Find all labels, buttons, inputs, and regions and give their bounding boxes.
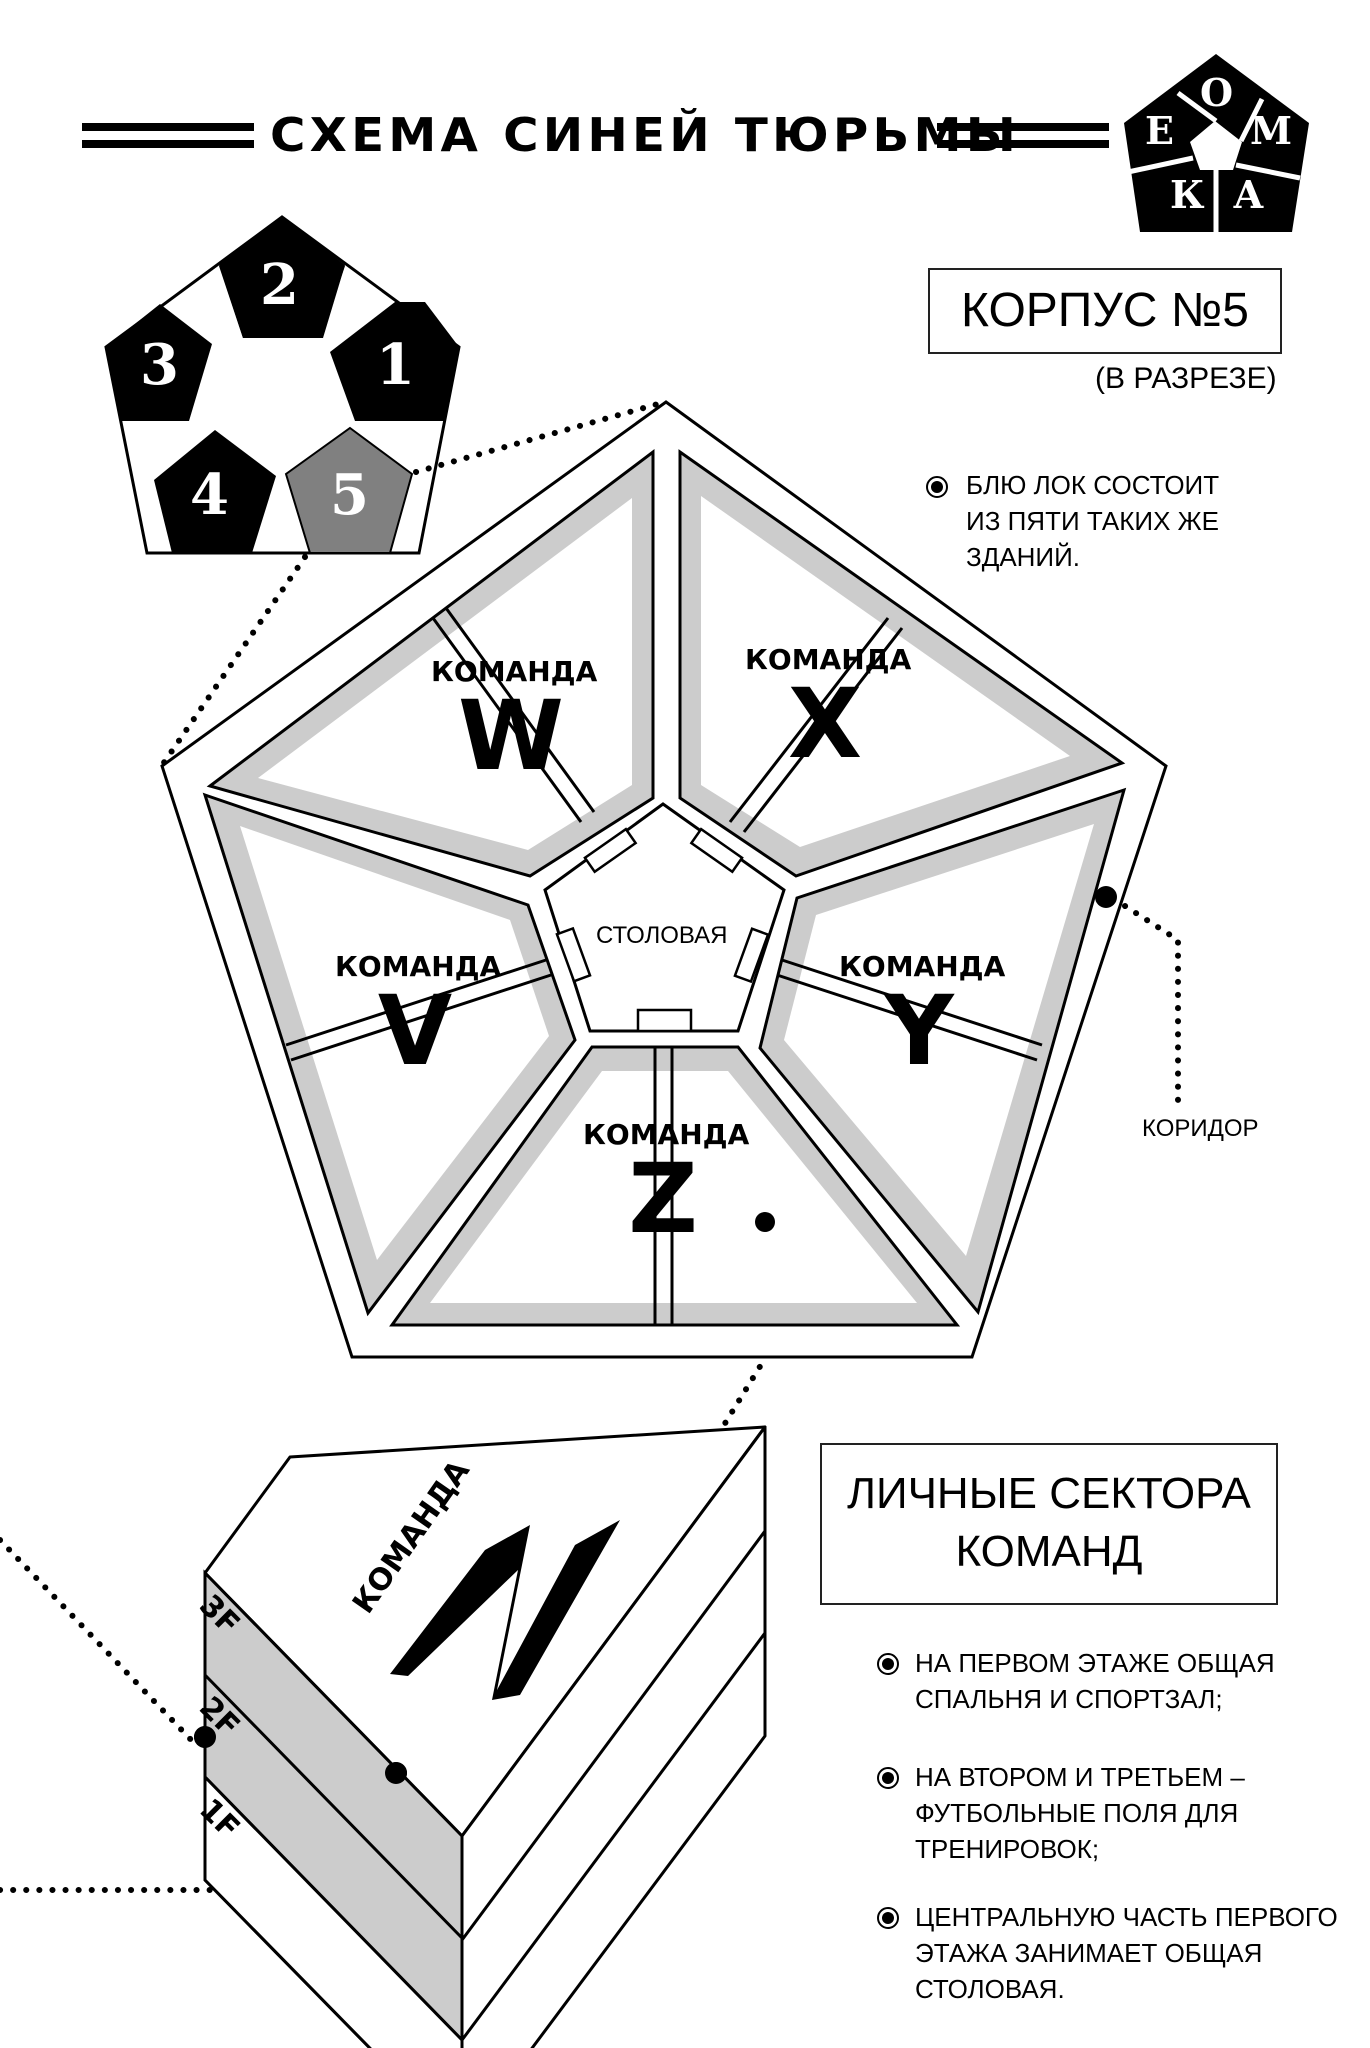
sector-bullet-2: НА ВТОРОМ И ТРЕТЬЕМ – ФУТБОЛЬНЫЕ ПОЛЯ ДЛ… [915, 1759, 1245, 1867]
bullet-line: ЦЕНТРАЛЬНУЮ ЧАСТЬ ПЕРВОГО [915, 1902, 1338, 1932]
logo-letter-m: М [1250, 108, 1293, 153]
team-w-label: КОМАНДА W [431, 655, 598, 792]
note-line: ИЗ ПЯТИ ТАКИХ ЖЕ [966, 506, 1219, 536]
team-letter: V [377, 975, 453, 1087]
sector-bullet-3: ЦЕНТРАЛЬНУЮ ЧАСТЬ ПЕРВОГО ЭТАЖА ЗАНИМАЕТ… [915, 1899, 1338, 2007]
team-letter: W [458, 680, 564, 792]
bullet-line: ТРЕНИРОВОК; [915, 1834, 1100, 1864]
building-title: КОРПУС №5 [928, 268, 1282, 354]
sector-bullet-1: НА ПЕРВОМ ЭТАЖЕ ОБЩАЯ СПАЛЬНЯ И СПОРТЗАЛ… [915, 1645, 1275, 1717]
team-x-label: КОМАНДА X [745, 643, 912, 780]
bullet-icon [877, 1767, 899, 1789]
header-lines-left [82, 123, 254, 148]
mini-map [104, 215, 461, 555]
team-z-label: КОМАНДА Z [583, 1118, 750, 1255]
building-plan [160, 400, 1168, 1359]
team-word: КОМАНДА [335, 950, 502, 983]
logo-letter-o: О [1200, 70, 1234, 115]
bullet-icon [926, 476, 948, 498]
bullet-icon [877, 1653, 899, 1675]
team-word: КОМАНДА [583, 1118, 750, 1151]
mini-map-block-3: 3 [140, 332, 179, 398]
team-letter: Y [884, 975, 954, 1087]
building-subtitle: (В РАЗРЕЗЕ) [1095, 362, 1277, 395]
bullet-line: СПАЛЬНЯ И СПОРТЗАЛ; [915, 1684, 1223, 1714]
team-y-label: КОМАНДА Y [839, 950, 1006, 1087]
logo-letter-a: А [1233, 172, 1264, 217]
team-letter-z-icon [390, 1520, 620, 1700]
bullet-line: ФУТБОЛЬНЫЕ ПОЛЯ ДЛЯ [915, 1798, 1239, 1828]
mini-map-block-2: 2 [260, 252, 299, 318]
corridor-label: КОРИДОР [1142, 1115, 1259, 1142]
bullet-line: НА ПЕРВОМ ЭТАЖЕ ОБЩАЯ [915, 1648, 1275, 1678]
bullet-line: СТОЛОВАЯ. [915, 1974, 1065, 2004]
floors-shading [194, 1569, 464, 2048]
header-lines-right [937, 123, 1109, 148]
sectors-title-line: ЛИЧНЫЕ СЕКТОРА [847, 1469, 1251, 1518]
team-letter: X [787, 668, 862, 780]
connector-dotted-lines [0, 399, 1181, 1893]
logo-icon [1124, 54, 1309, 234]
bullet-line: ЭТАЖА ЗАНИМАЕТ ОБЩАЯ [915, 1938, 1263, 1968]
note-line: ЗДАНИЙ. [966, 542, 1081, 572]
team-word: КОМАНДА [839, 950, 1006, 983]
dining-label: СТОЛОВАЯ [596, 922, 728, 949]
logo-letter-e: Е [1145, 108, 1174, 153]
mini-map-block-1: 1 [376, 332, 415, 398]
building-note: БЛЮ ЛОК СОСТОИТ ИЗ ПЯТИ ТАКИХ ЖЕ ЗДАНИЙ. [966, 467, 1219, 575]
logo-letter-k: К [1170, 172, 1205, 217]
room-v [202, 792, 577, 1317]
page-title: СХЕМА СИНЕЙ ТЮРЬМЫ [270, 108, 1021, 162]
team-letter: Z [628, 1143, 698, 1255]
room-y [758, 787, 1127, 1316]
sectors-title: ЛИЧНЫЕ СЕКТОРА КОМАНД [820, 1443, 1278, 1605]
team-word: КОМАНДА [745, 643, 912, 676]
mini-map-block-4: 4 [190, 462, 229, 528]
team-v-label: КОМАНДА V [335, 950, 502, 1087]
bullet-line: НА ВТОРОМ И ТРЕТЬЕМ – [915, 1762, 1245, 1792]
bullet-icon [877, 1907, 899, 1929]
note-line: БЛЮ ЛОК СОСТОИТ [966, 470, 1220, 500]
sectors-title-line: КОМАНД [955, 1527, 1143, 1576]
mini-map-block-5: 5 [330, 462, 369, 528]
team-word: КОМАНДА [431, 655, 598, 688]
